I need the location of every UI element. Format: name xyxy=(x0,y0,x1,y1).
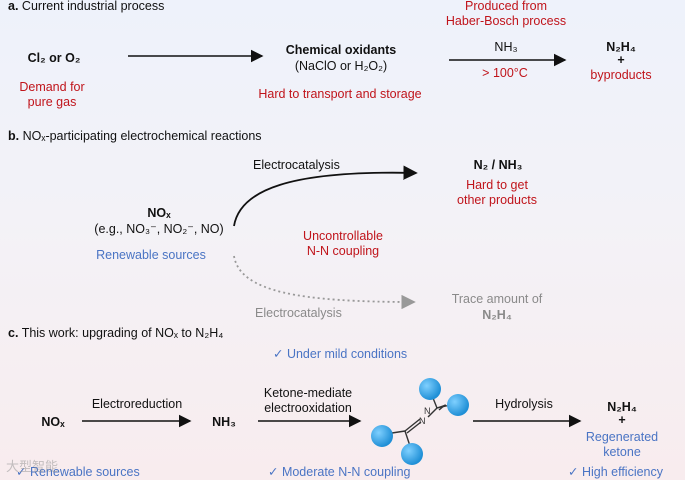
upper-note-2: other products xyxy=(457,193,537,207)
plus-c: + xyxy=(618,413,626,427)
plus-a: + xyxy=(617,53,625,67)
section-a-header: a. Current industrial process xyxy=(8,0,165,13)
oxidants-note: Hard to transport and storage xyxy=(258,87,422,101)
upper-product: N₂ / NH₃ xyxy=(473,158,523,172)
watermark: 大型智能 xyxy=(6,459,59,474)
middle-note-1: Uncontrollable xyxy=(303,229,383,243)
reagent-nh3: NH₃ xyxy=(494,40,518,54)
step-ketone-2: electrooxidation xyxy=(264,401,352,415)
renewable-b: Renewable sources xyxy=(96,248,206,262)
arrow-b-lower xyxy=(233,255,416,310)
haber-note-1: Produced from xyxy=(465,0,547,13)
arrow-b-upper xyxy=(233,165,418,227)
svg-text:N: N xyxy=(424,406,431,416)
renewable-c: ✓ Renewable sources xyxy=(16,465,140,479)
haber-note-2: Haber-Bosch process xyxy=(445,14,567,28)
oxidants-title: Chemical oxidants xyxy=(285,43,397,57)
feed-gas: Cl₂ or O₂ xyxy=(27,51,81,65)
step-ketone-1: Ketone-mediate xyxy=(263,386,353,400)
nox-c: NOₓ xyxy=(41,415,65,429)
azine-molecule: N N xyxy=(371,378,469,465)
nox-b: NOₓ xyxy=(147,206,171,220)
step-hydrolysis: Hydrolysis xyxy=(495,397,553,411)
lower-product-2: N₂H₄ xyxy=(482,308,512,322)
condition: > 100°C xyxy=(482,66,528,80)
section-c-header: c. This work: upgrading of NOₓ to N₂H₄ xyxy=(8,326,224,340)
step-electroreduction: Electroreduction xyxy=(91,397,183,411)
svg-text:N: N xyxy=(419,416,426,426)
product-n2h4-a: N₂H₄ xyxy=(606,40,636,54)
lower-catalysis: Electrocatalysis xyxy=(255,306,342,320)
byproducts: byproducts xyxy=(590,68,652,82)
product-n2h4-c: N₂H₄ xyxy=(607,400,637,414)
regen-2: ketone xyxy=(603,445,641,459)
upper-note-1: Hard to get xyxy=(466,178,528,192)
mild-conditions: ✓ Under mild conditions xyxy=(273,347,408,361)
oxidants-sub: (NaClO or H₂O₂) xyxy=(294,59,388,73)
lower-product-1: Trace amount of xyxy=(451,292,543,306)
nh3-c: NH₃ xyxy=(212,415,236,429)
feed-note-2: pure gas xyxy=(27,95,77,109)
high-efficiency: ✓ High efficiency xyxy=(568,465,664,479)
regen-1: Regenerated xyxy=(585,430,659,444)
nox-examples: (e.g., NO₃⁻, NO₂⁻, NO) xyxy=(94,222,224,236)
feed-note-1: Demand for xyxy=(19,80,85,94)
upper-catalysis: Electrocatalysis xyxy=(253,158,340,172)
section-b-header: b. NOₓ-participating electrochemical rea… xyxy=(8,129,262,143)
moderate-coupling: ✓ Moderate N-N coupling xyxy=(268,465,411,479)
middle-note-2: N-N coupling xyxy=(306,244,380,258)
